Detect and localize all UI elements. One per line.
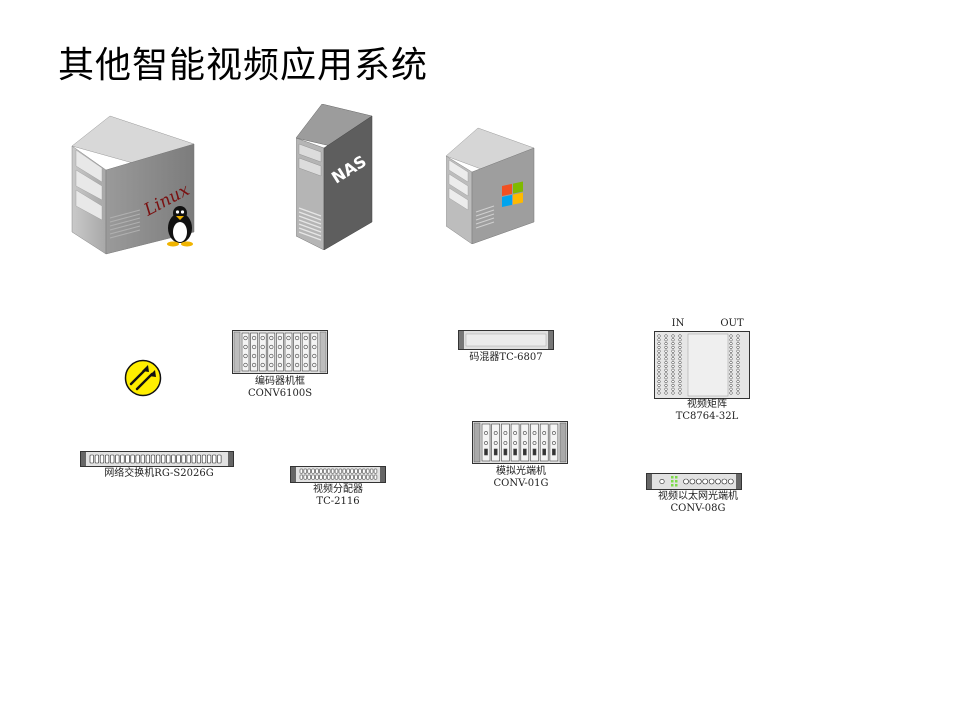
ethernet-optical-model: CONV-08G [670, 503, 726, 514]
muxer-name: 码混器TC-6807 [469, 352, 543, 363]
ethernet-optical-device[interactable] [646, 473, 742, 490]
windows-logo-icon [502, 181, 523, 207]
video-matrix-device[interactable] [654, 331, 750, 399]
distributor-name: 视频分配器 [313, 484, 363, 495]
network-switch-device[interactable] [80, 451, 234, 467]
muxer-device[interactable] [458, 330, 554, 350]
video-matrix-model: TC8764-32L [675, 411, 739, 422]
video-distributor-device[interactable] [290, 466, 386, 483]
distributor-model: TC-2116 [316, 496, 360, 507]
tux-penguin-icon [167, 206, 193, 247]
video-matrix-name: 视频矩阵 [687, 399, 727, 410]
analog-optical-name: 模拟光端机 [496, 466, 546, 477]
page-title: 其他智能视频应用系统 [58, 45, 429, 86]
nas-server[interactable]: NAS [296, 104, 376, 250]
matrix-out-label: OUT [720, 318, 744, 329]
linux-server[interactable]: Linux [70, 108, 202, 258]
encoder-rack-name: 编码器机框 [255, 376, 305, 387]
encoder-rack-model: CONV6100S [247, 388, 313, 399]
analog-optical-device[interactable] [472, 421, 568, 464]
switch-name: 网络交换机RG-S2026G [104, 468, 214, 479]
matrix-in-label: IN [671, 318, 685, 329]
router-icon[interactable] [124, 359, 162, 397]
analog-optical-model: CONV-01G [493, 478, 549, 489]
windows-server[interactable] [446, 126, 536, 244]
encoder-rack-device[interactable] [232, 330, 328, 374]
ethernet-optical-name: 视频以太网光端机 [658, 491, 738, 502]
